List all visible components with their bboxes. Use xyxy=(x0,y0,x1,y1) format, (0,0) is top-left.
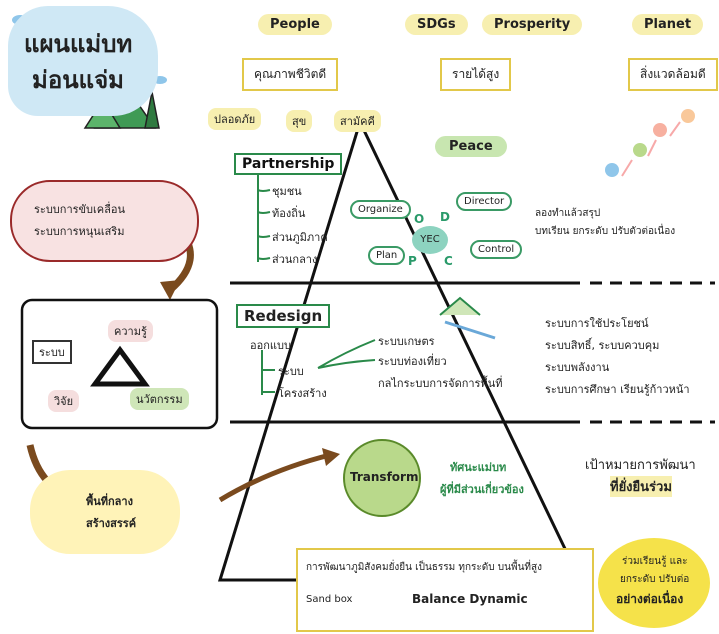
space-cloud xyxy=(30,470,180,554)
redesign-mid-item: ระบบเกษตร xyxy=(378,335,435,348)
transform-label: Transform xyxy=(350,470,419,484)
header-prosperity: Prosperity xyxy=(482,14,583,35)
triangle-innovation: นวัตกรรม xyxy=(130,388,189,410)
peace-label: Peace xyxy=(435,136,507,157)
learning-line2: บทเรียน ยกระดับ ปรับตัวต่อเนื่อง xyxy=(535,226,676,237)
people-value-happy: สุข xyxy=(286,110,313,132)
redesign-system: ระบบ xyxy=(278,365,304,378)
redesign-right-item: ระบบการศึกษา เรียนรู้ก้าวหน้า xyxy=(545,383,690,396)
pdca-director: Director xyxy=(456,192,513,211)
partnership-item: ชุมชน xyxy=(272,185,302,198)
pdca-organize: Organize xyxy=(350,200,411,219)
transform-circle xyxy=(343,439,421,517)
bottom-bullet-1: การพัฒนาภูมิสังคมยั่งยืน เป็นธรรม ทุกระด… xyxy=(306,562,543,573)
drive-line1: ระบบการขับเคลื่อน xyxy=(34,203,126,216)
redesign-right-item: ระบบสิทธิ์, ระบบควบคุม xyxy=(545,339,660,352)
title-line1: แผนแม่บท xyxy=(24,30,133,58)
space-line1: พื้นที่กลาง xyxy=(86,495,133,508)
header-sdgs: SDGs xyxy=(405,14,468,35)
bottom-dynamic: Balance Dynamic xyxy=(412,592,528,606)
bubble-line1: ร่วมเรียนรู้ และ xyxy=(622,556,688,567)
partnership-title: Partnership xyxy=(234,153,343,175)
people-value-safe: ปลอดภัย xyxy=(208,108,262,130)
header-people: People xyxy=(258,14,332,35)
redesign-mid-item: ระบบท่องเที่ยว xyxy=(378,355,447,368)
partnership-item: ส่วนกลาง xyxy=(272,253,318,266)
people-box: คุณภาพชีวิตดี xyxy=(242,58,339,91)
redesign-right-item: ระบบพลังงาน xyxy=(545,361,610,374)
pdca-letter-c: C xyxy=(444,254,453,268)
redesign-title: Redesign xyxy=(236,304,331,328)
pdca-letter-d: D xyxy=(440,210,450,224)
bubble-line3: อย่างต่อเนื่อง xyxy=(616,592,684,606)
goal-line1: เป้าหมายการพัฒนา xyxy=(585,458,696,473)
vision-line1: ทัศนะแม่บท xyxy=(450,461,507,474)
pdca-plan: Plan xyxy=(368,246,406,265)
planet-box: สิ่งแวดล้อมดี xyxy=(628,58,718,91)
triangle-system: ระบบ xyxy=(32,340,72,364)
redesign-structure: โครงสร้าง xyxy=(278,387,327,400)
people-value-unity: สามัคคี xyxy=(334,110,381,132)
bubble-line2: ยกระดับ ปรับต่อ xyxy=(620,574,690,585)
vision-line2: ผู้ที่มีส่วนเกี่ยวข้อง xyxy=(440,483,524,496)
partnership-item: ส่วนภูมิภาค xyxy=(272,231,328,244)
title-line2: ม่อนแจ่ม xyxy=(32,66,124,94)
drive-cloud xyxy=(10,180,199,262)
bottom-sandbox: Sand box xyxy=(306,594,353,605)
title-cloud xyxy=(8,6,158,116)
triangle-knowledge: ความรู้ xyxy=(108,320,153,342)
pdca-letter-p: P xyxy=(408,254,417,268)
bubble xyxy=(598,538,710,628)
pdca-control: Control xyxy=(470,240,523,259)
header-planet: Planet xyxy=(632,14,704,35)
triangle-research: วิจัย xyxy=(48,390,80,412)
pdca-center-yec: YEC xyxy=(412,226,448,254)
redesign-mid-item: กลไกระบบการจัดการพื้นที่ xyxy=(378,377,503,390)
space-line2: สร้างสรรค์ xyxy=(86,517,137,530)
redesign-right-item: ระบบการใช้ประโยชน์ xyxy=(545,317,649,330)
partnership-item: ท้องถิ่น xyxy=(272,207,306,220)
pdca-letter-o: O xyxy=(414,212,425,226)
bottom-box xyxy=(296,548,594,632)
drive-line2: ระบบการหนุนเสริม xyxy=(34,225,125,238)
redesign-design: ออกแบบ xyxy=(250,339,291,352)
learning-line1: ลองทำแล้วสรุป xyxy=(535,208,601,219)
prosperity-box: รายได้สูง xyxy=(440,58,512,91)
goal-line2: ที่ยั่งยืนร่วม xyxy=(610,476,672,497)
knowledge-triangle xyxy=(90,345,150,387)
